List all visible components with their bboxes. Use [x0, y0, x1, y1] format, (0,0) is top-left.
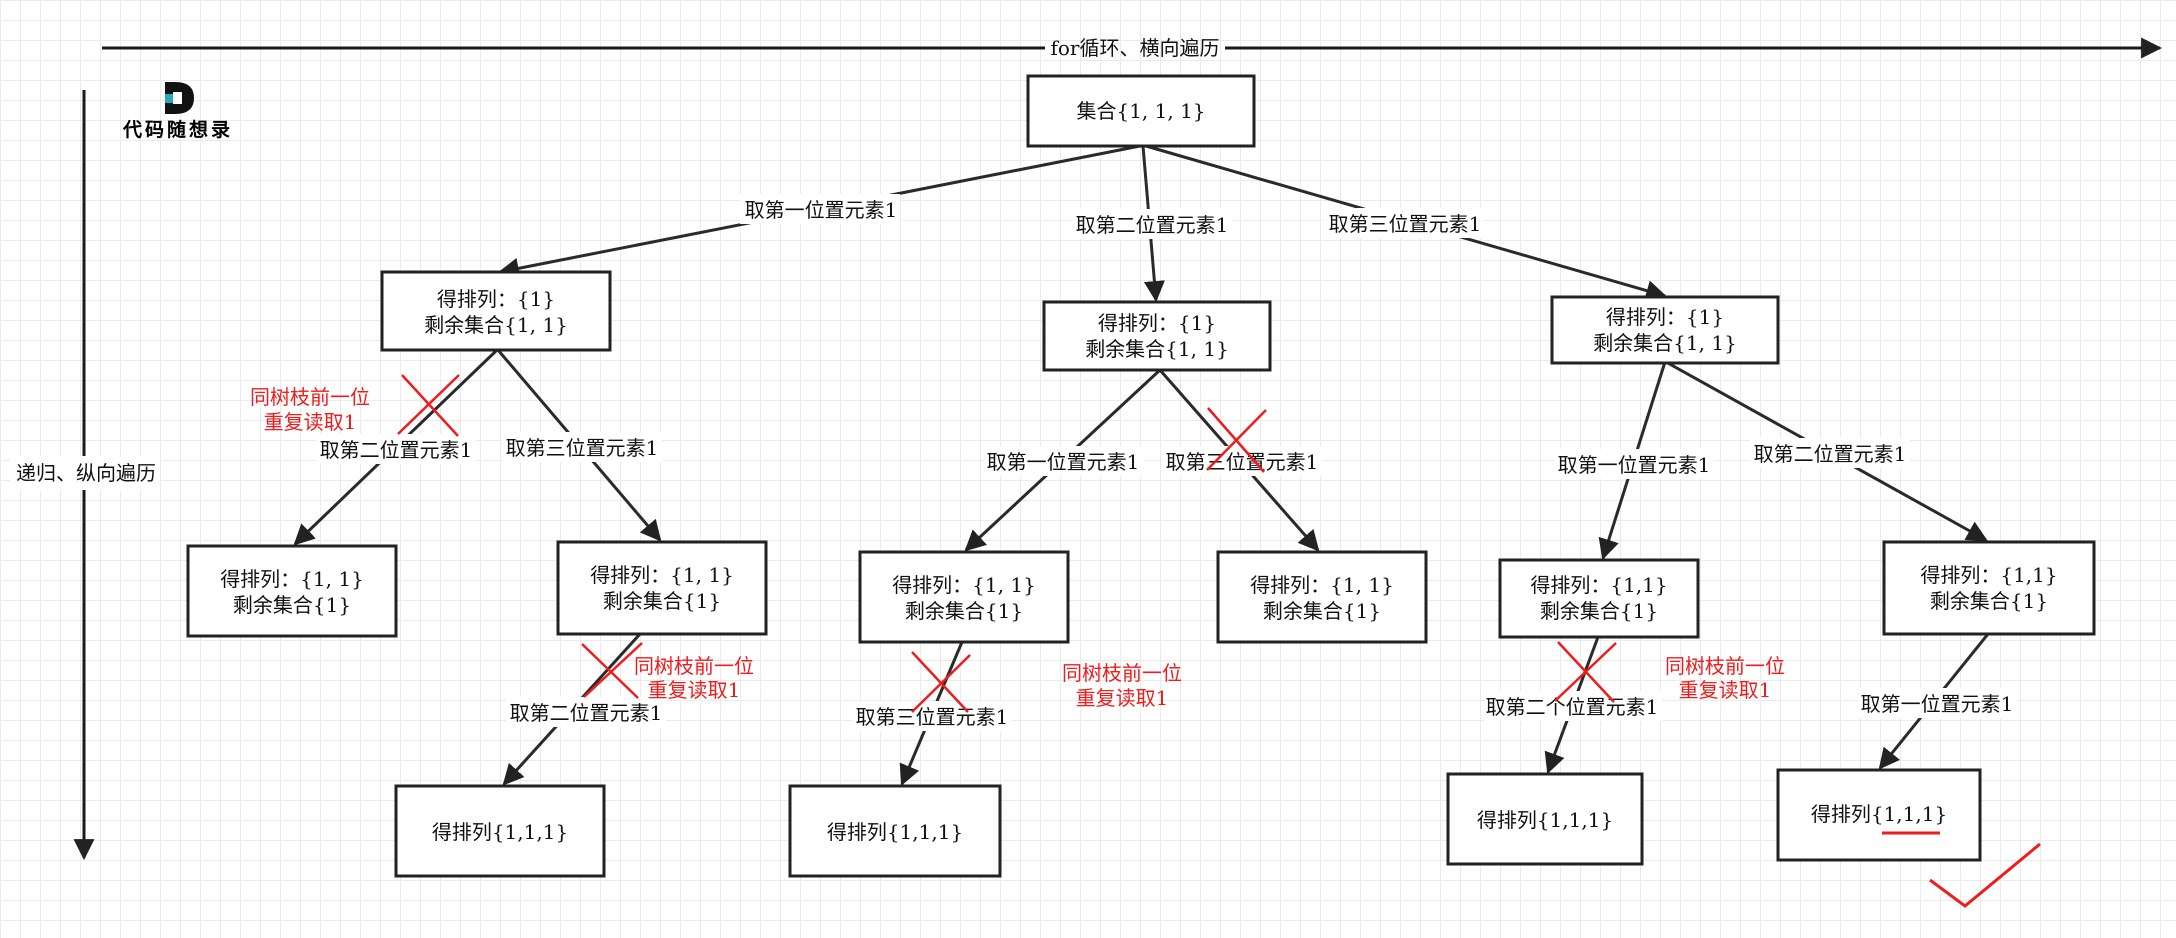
node-l3-4: 得排列{1,1,1} — [1776, 768, 1982, 862]
note-1-line1: 同树枝前一位 — [250, 385, 370, 409]
cross-icon — [911, 651, 971, 713]
cross-icon — [1206, 407, 1267, 473]
node-l1-b-line1: 得排列：{1} — [1098, 311, 1216, 335]
horizontal-axis: for循环、横向遍历 — [102, 36, 2163, 60]
node-l3-2-line1: 得排列{1,1,1} — [827, 820, 963, 844]
edge-label-a-2: 取第三位置元素1 — [506, 436, 659, 460]
edge-label-c-1: 取第一位置元素1 — [1558, 453, 1711, 477]
note-4-line1: 同树枝前一位 — [1665, 654, 1785, 678]
cross-icon — [397, 374, 460, 437]
edge-label-b-2: 取第三位置元素1 — [1166, 450, 1319, 474]
edge-label-b-1: 取第一位置元素1 — [987, 450, 1140, 474]
cross-icon — [581, 642, 643, 699]
notes: 同树枝前一位 重复读取1 同树枝前一位 重复读取1 同树枝前一位 重复读取1 同… — [250, 385, 1785, 710]
edge-label-c-2: 取第二位置元素1 — [1754, 442, 1907, 466]
edge-label-root-c: 取第三位置元素1 — [1329, 212, 1482, 236]
node-l2-c2-line2: 剩余集合{1} — [1930, 589, 2048, 613]
node-l2-b1-line2: 剩余集合{1} — [905, 599, 1023, 623]
node-l1-c: 得排列：{1} 剩余集合{1, 1} — [1550, 295, 1780, 365]
node-l1-b: 得排列：{1} 剩余集合{1, 1} — [1042, 300, 1272, 372]
node-l2-b1-line1: 得排列：{1, 1} — [892, 573, 1036, 597]
edge-label-a-1: 取第二位置元素1 — [320, 438, 473, 462]
note-1: 同树枝前一位 重复读取1 — [250, 385, 370, 434]
node-l1-a-line1: 得排列：{1} — [437, 287, 555, 311]
node-l1-c-line2: 剩余集合{1, 1} — [1593, 331, 1737, 355]
edge-label-c1-3: 取第二个位置元素1 — [1486, 695, 1659, 719]
note-3: 同树枝前一位 重复读取1 — [1062, 661, 1182, 710]
cross-icon — [1554, 641, 1617, 703]
node-l2-a2-line2: 剩余集合{1} — [603, 589, 721, 613]
edge-labels: 取第一位置元素1 取第二位置元素1 取第三位置元素1 取第二位置元素1 取第三位… — [316, 194, 2018, 731]
note-3-line1: 同树枝前一位 — [1062, 661, 1182, 685]
node-l2-b2: 得排列：{1, 1} 剩余集合{1} — [1216, 550, 1428, 644]
note-3-line2: 重复读取1 — [1076, 686, 1169, 710]
node-root: 集合{1, 1, 1} — [1026, 74, 1256, 148]
node-l2-b2-line1: 得排列：{1, 1} — [1250, 573, 1394, 597]
note-1-line2: 重复读取1 — [264, 410, 357, 434]
checkmark-icon — [1929, 842, 2041, 908]
node-l3-1-line1: 得排列{1,1,1} — [432, 820, 568, 844]
node-l2-c2-line1: 得排列：{1,1} — [1920, 563, 2057, 587]
logo: 代码随想录 — [122, 82, 233, 141]
note-2: 同树枝前一位 重复读取1 — [634, 654, 754, 702]
edge-label-a2-3: 取第二位置元素1 — [510, 701, 663, 725]
node-l2-a1: 得排列：{1, 1} 剩余集合{1} — [186, 544, 398, 638]
nodes: 集合{1, 1, 1} 得排列：{1} 剩余集合{1, 1} 得排列：{1} 剩… — [186, 74, 2096, 878]
node-l1-a: 得排列：{1} 剩余集合{1, 1} — [380, 270, 612, 352]
vertical-axis: 递归、纵向遍历 — [10, 90, 160, 861]
node-l2-c1: 得排列：{1,1} 剩余集合{1} — [1498, 558, 1700, 639]
vertical-axis-label: 递归、纵向遍历 — [16, 461, 156, 485]
node-l1-a-line2: 剩余集合{1, 1} — [424, 313, 568, 337]
node-l2-b2-line2: 剩余集合{1} — [1263, 599, 1381, 623]
node-l2-a2-line1: 得排列：{1, 1} — [590, 563, 734, 587]
node-l2-c2: 得排列：{1,1} 剩余集合{1} — [1882, 540, 2096, 636]
logo-text: 代码随想录 — [122, 118, 233, 141]
edge-label-root-b: 取第二位置元素1 — [1076, 213, 1229, 237]
node-l3-3: 得排列{1,1,1} — [1446, 772, 1644, 866]
edge-label-c2-3: 取第一位置元素1 — [1861, 692, 2014, 716]
node-l2-a2: 得排列：{1, 1} 剩余集合{1} — [556, 540, 768, 636]
node-l2-a1-line1: 得排列：{1, 1} — [220, 567, 364, 591]
note-2-line2: 重复读取1 — [648, 678, 741, 702]
node-l3-4-line1: 得排列{1,1,1} — [1811, 802, 1947, 826]
node-l2-c1-line1: 得排列：{1,1} — [1530, 573, 1667, 597]
note-4-line2: 重复读取1 — [1679, 678, 1772, 702]
node-l2-a1-line2: 剩余集合{1} — [233, 593, 351, 617]
node-l3-3-line1: 得排列{1,1,1} — [1477, 808, 1613, 832]
logo-d-icon — [165, 82, 194, 114]
prune-marks — [397, 374, 2041, 908]
edge-label-b1-3: 取第三位置元素1 — [856, 705, 1009, 729]
node-l3-2: 得排列{1,1,1} — [788, 784, 1002, 878]
node-root-line1: 集合{1, 1, 1} — [1076, 99, 1205, 123]
node-l1-b-line2: 剩余集合{1, 1} — [1085, 337, 1229, 361]
node-l2-b1: 得排列：{1, 1} 剩余集合{1} — [858, 550, 1070, 644]
node-l3-1: 得排列{1,1,1} — [394, 784, 606, 878]
note-2-line1: 同树枝前一位 — [634, 654, 754, 678]
horizontal-axis-label: for循环、横向遍历 — [1050, 36, 1219, 60]
note-4: 同树枝前一位 重复读取1 — [1665, 654, 1785, 702]
edge-label-root-a: 取第一位置元素1 — [745, 198, 898, 222]
node-l1-c-line1: 得排列：{1} — [1606, 305, 1724, 329]
node-l2-c1-line2: 剩余集合{1} — [1540, 599, 1658, 623]
